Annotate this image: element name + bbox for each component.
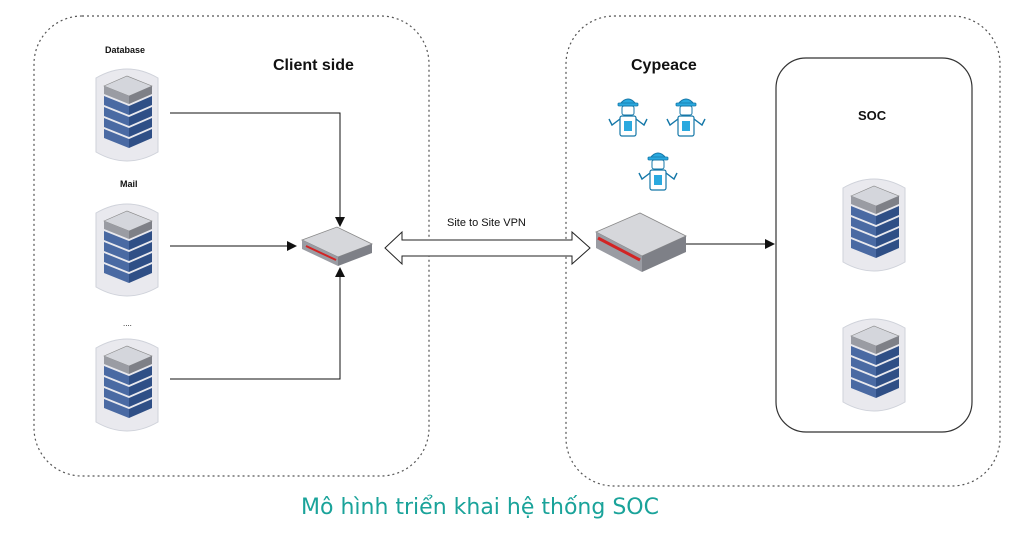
diagram-caption: Mô hình triển khai hệ thống SOC xyxy=(301,495,659,520)
cypeace-boundary xyxy=(565,15,1001,487)
other-server-link xyxy=(170,267,345,380)
vpn-label: Site to Site VPN xyxy=(447,217,526,229)
client-side-title: Client side xyxy=(273,57,354,74)
database-label: Database xyxy=(105,45,145,55)
cypeace-firewall-icon xyxy=(595,212,687,272)
engineer-icon xyxy=(608,98,648,137)
cypeace-title: Cypeace xyxy=(631,57,697,74)
engineer-icon xyxy=(666,98,706,137)
engineer-icon xyxy=(638,152,678,191)
soc-title: SOC xyxy=(858,108,887,123)
other-server-icon xyxy=(95,338,159,432)
other-server-label: .... xyxy=(123,319,132,328)
mail-label: Mail xyxy=(120,179,138,189)
database-link xyxy=(170,112,345,227)
client-router-icon xyxy=(300,226,374,266)
soc-server-icon xyxy=(842,178,906,272)
soc-server-icon xyxy=(842,318,906,412)
database-server-icon xyxy=(95,68,159,162)
vpn-tunnel-arrow xyxy=(384,230,591,266)
mail-server-icon xyxy=(95,203,159,297)
soc-container xyxy=(775,57,973,433)
